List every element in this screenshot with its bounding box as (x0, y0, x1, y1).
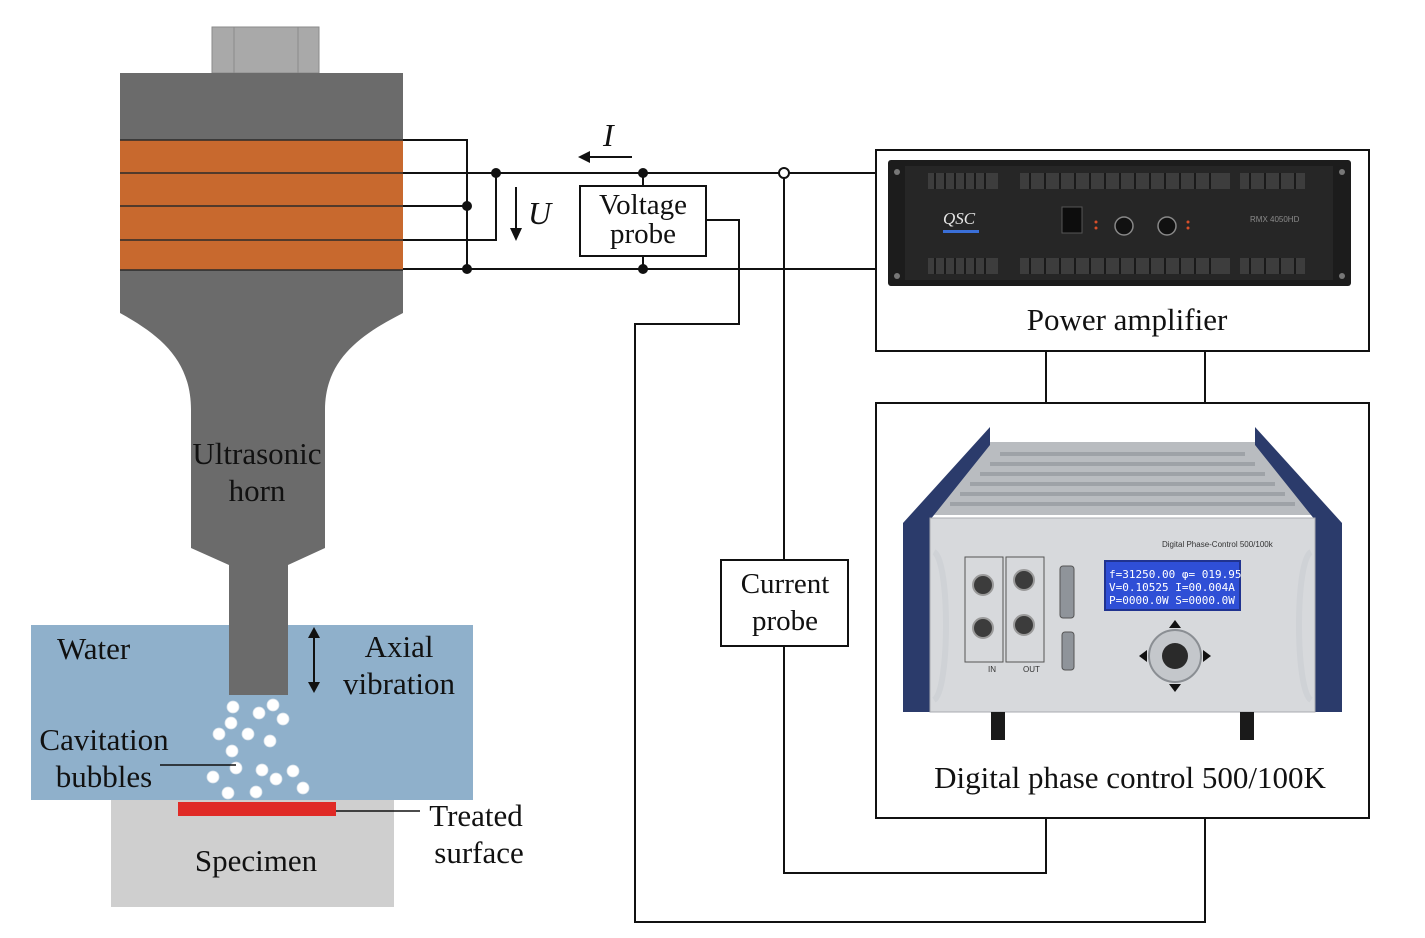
current-probe-label-line1: Current (741, 568, 830, 600)
wire-junctions (462, 168, 648, 274)
current-probe-label-line2: probe (752, 605, 818, 637)
lcd-line-1: f=31250.00 φ= 019.95 (1109, 568, 1241, 581)
lcd-line-3: P=0000.0W S=0000.0W (1109, 594, 1235, 607)
channel-1-gain-knob (1114, 216, 1134, 236)
voltage-probe-box (579, 185, 707, 257)
treated-surface-label-line1: Treated (429, 798, 523, 833)
current-probe-box (720, 559, 849, 647)
amplifier-model-label: RMX 4050HD (1250, 215, 1300, 224)
ultrasonic-horn-label-line2: horn (229, 473, 286, 508)
horn-shape (120, 313, 403, 695)
controller-faceplate-title: Digital Phase-Control 500/100k (1162, 540, 1274, 549)
current-direction-arrow (578, 151, 632, 163)
cavitation-bubbles-label-line2: bubbles (56, 759, 152, 794)
ultrasonic-horn-label-line1: Ultrasonic (192, 436, 321, 471)
controller-lcd (1104, 560, 1241, 611)
axial-vibration-label-line1: Axial (365, 629, 434, 664)
water-label: Water (57, 631, 131, 666)
specimen-label: Specimen (195, 843, 318, 878)
channel-2-gain-knob (1157, 216, 1177, 236)
cavitation-bubbles-label-line1: Cavitation (39, 722, 169, 757)
phase-control-device: IN OUT Digital Phase-Control 500/100k f=… (903, 427, 1342, 740)
current-probe-clamp (778, 167, 790, 179)
transducer-assembly (120, 26, 403, 695)
horn-tip (229, 625, 288, 695)
in-port-label: IN (988, 665, 996, 674)
voltage-symbol: U (528, 195, 553, 231)
power-amplifier-device: QSC RMX 4050HD (888, 160, 1351, 286)
power-amplifier-label: Power amplifier (1027, 302, 1228, 337)
voltage-probe-label-line2: probe (610, 218, 676, 250)
treated-surface-label-line2: surface (434, 835, 524, 870)
current-symbol: I (602, 117, 615, 153)
piezo-stack (120, 139, 403, 271)
treated-surface-strip (178, 802, 336, 816)
transducer-top-cap (211, 26, 320, 74)
voltage-direction-arrow (510, 187, 522, 241)
amplifier-power-switch (1061, 206, 1083, 234)
out-port-label: OUT (1023, 665, 1040, 674)
lcd-line-2: V=0.10525 I=00.004A (1109, 581, 1235, 594)
amplifier-brand-logo: QSC (943, 209, 976, 228)
specimen-block (111, 800, 394, 907)
voltage-probe-label-line1: Voltage (599, 189, 687, 221)
axial-vibration-label-line2: vibration (343, 666, 455, 701)
axial-vibration-arrow (308, 627, 320, 693)
phase-control-label: Digital phase control 500/100K (934, 760, 1326, 795)
